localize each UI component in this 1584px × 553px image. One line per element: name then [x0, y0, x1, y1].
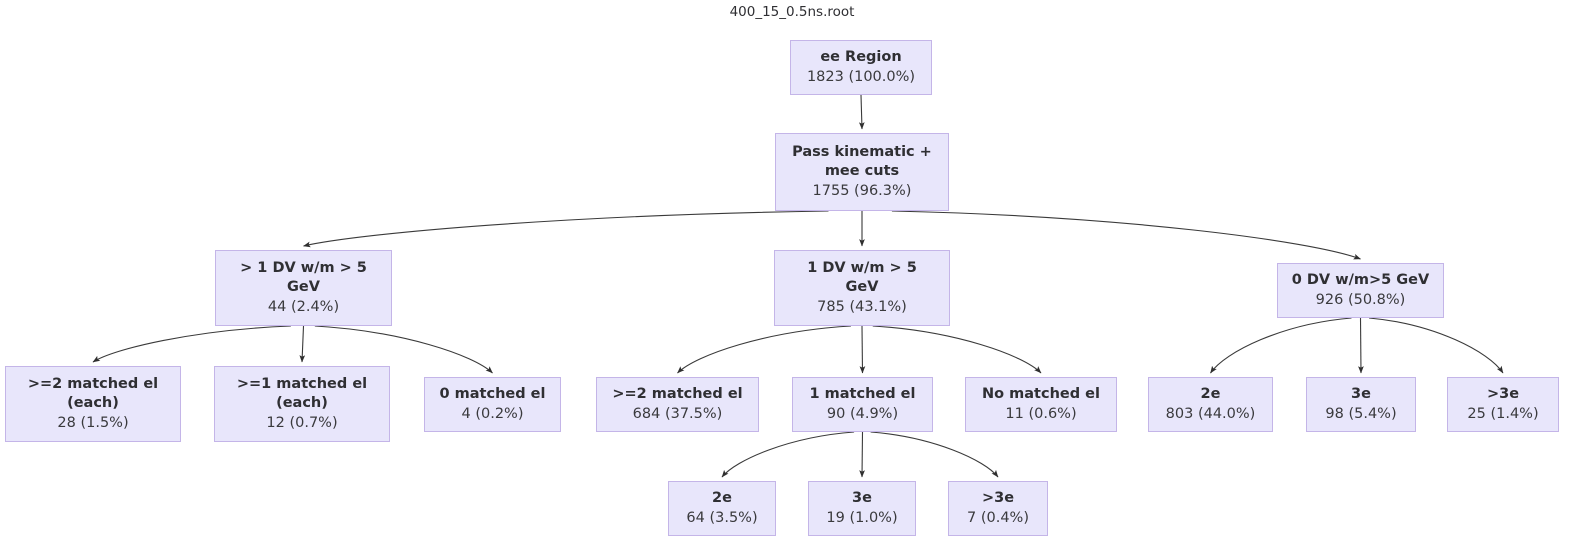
- node-ge2matched[interactable]: >=2 matched el 684 (37.5%): [596, 377, 759, 432]
- node-zeromatched[interactable]: 0 matched el 4 (0.2%): [424, 377, 561, 432]
- edge-zerodv-to-zg3e: [1369, 317, 1504, 374]
- node-ge2each[interactable]: >=2 matched el (each) 28 (1.5%): [5, 366, 181, 442]
- edge-paths: [92, 94, 1504, 478]
- node-title: > 1 DV w/m > 5 GeV: [240, 260, 367, 296]
- node-title: >3e: [981, 490, 1015, 507]
- node-stat: 785 (43.1%): [817, 298, 907, 315]
- node-title: 2e: [1200, 386, 1221, 403]
- node-stat: 19 (1.0%): [826, 509, 898, 526]
- node-one_matched[interactable]: 1 matched el 90 (4.9%): [792, 377, 933, 432]
- node-z3e[interactable]: 3e 98 (5.4%): [1306, 377, 1416, 432]
- node-gt1dv[interactable]: > 1 DV w/m > 5 GeV 44 (2.4%): [215, 250, 392, 326]
- node-title: 2e: [712, 490, 732, 507]
- edge-one_matched-to-mg3e: [870, 431, 999, 478]
- node-stat: 1755 (96.3%): [812, 182, 912, 199]
- node-stat: 12 (0.7%): [266, 414, 338, 431]
- node-m2e[interactable]: 2e 64 (3.5%): [668, 481, 776, 536]
- edge-root-to-kin: [858, 94, 865, 130]
- node-zg3e[interactable]: >3e 25 (1.4%): [1447, 377, 1559, 432]
- diagram-title: 400_15_0.5ns.root: [729, 4, 855, 20]
- node-title: 3e: [852, 490, 872, 507]
- node-mg3e[interactable]: >3e 7 (0.4%): [948, 481, 1048, 536]
- node-title: >=1 matched el (each): [236, 376, 368, 412]
- node-title: >3e: [1486, 386, 1520, 403]
- node-stat: 684 (37.5%): [632, 405, 723, 422]
- node-title: 1 DV w/m > 5 GeV: [807, 260, 917, 296]
- node-title: ee Region: [820, 49, 902, 66]
- node-stat: 90 (4.9%): [826, 405, 899, 422]
- edge-eq1dv-to-one_matched: [859, 325, 866, 374]
- edge-zerodv-to-z3e: [1358, 317, 1364, 374]
- node-ge1each[interactable]: >=1 matched el (each) 12 (0.7%): [214, 366, 390, 442]
- edge-gt1dv-to-ge1each: [299, 325, 306, 363]
- node-stat: 25 (1.4%): [1467, 405, 1539, 422]
- node-stat: 11 (0.6%): [1005, 405, 1077, 422]
- edge-gt1dv-to-zeromatched: [314, 325, 493, 374]
- node-title: No matched el: [982, 386, 1100, 403]
- node-title: 0 DV w/m>5 GeV: [1291, 272, 1430, 289]
- edge-zerodv-to-z2e: [1210, 317, 1352, 374]
- node-stat: 64 (3.5%): [686, 509, 758, 526]
- node-stat: 28 (1.5%): [57, 414, 129, 431]
- node-no_matched[interactable]: No matched el 11 (0.6%): [965, 377, 1117, 432]
- node-z2e[interactable]: 2e 803 (44.0%): [1148, 377, 1273, 432]
- node-stat: 1823 (100.0%): [806, 68, 916, 85]
- edge-kin-to-zerodv: [891, 210, 1361, 260]
- node-title: 3e: [1351, 386, 1371, 403]
- node-m3e[interactable]: 3e 19 (1.0%): [808, 481, 916, 536]
- edge-gt1dv-to-ge2each: [92, 325, 291, 363]
- node-title: 1 matched el: [809, 386, 916, 403]
- node-stat: 803 (44.0%): [1165, 405, 1256, 422]
- node-stat: 926 (50.8%): [1315, 291, 1406, 308]
- node-title: >=2 matched el (each): [27, 376, 159, 412]
- node-title: 0 matched el: [439, 386, 546, 403]
- edge-kin-to-gt1dv: [303, 210, 829, 248]
- node-kin[interactable]: Pass kinematic + mee cuts 1755 (96.3%): [775, 133, 949, 211]
- node-zerodv[interactable]: 0 DV w/m>5 GeV 926 (50.8%): [1277, 263, 1444, 318]
- node-root[interactable]: ee Region 1823 (100.0%): [790, 40, 932, 95]
- node-stat: 7 (0.4%): [967, 509, 1029, 526]
- edge-one_matched-to-m3e: [859, 431, 865, 478]
- node-stat: 98 (5.4%): [1325, 405, 1397, 422]
- edge-eq1dv-to-no_matched: [872, 325, 1042, 374]
- edge-one_matched-to-m2e: [721, 431, 855, 478]
- node-stat: 4 (0.2%): [461, 405, 524, 422]
- node-eq1dv[interactable]: 1 DV w/m > 5 GeV 785 (43.1%): [774, 250, 950, 326]
- node-stat: 44 (2.4%): [267, 298, 340, 315]
- node-title: Pass kinematic + mee cuts: [792, 144, 932, 180]
- edge-eq1dv-to-ge2matched: [677, 325, 851, 374]
- node-title: >=2 matched el: [612, 386, 743, 403]
